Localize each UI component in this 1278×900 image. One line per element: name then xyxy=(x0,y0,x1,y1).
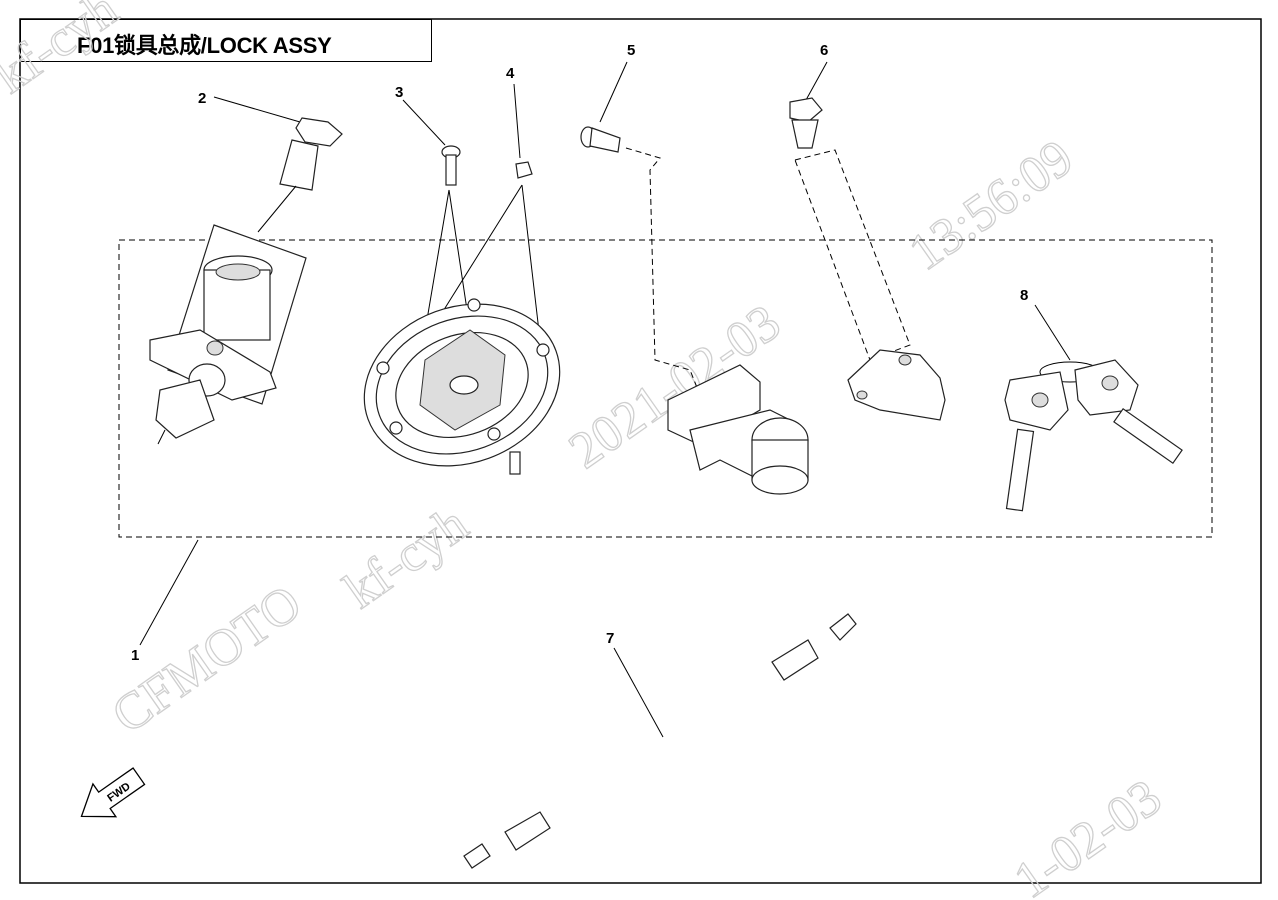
svg-text:5: 5 xyxy=(627,42,635,59)
assembly-boundary xyxy=(118,239,1213,538)
svg-text:1: 1 xyxy=(131,647,139,664)
svg-text:3: 3 xyxy=(395,84,403,101)
part-6-flange-bolt: 6 xyxy=(789,42,911,361)
svg-text:6: 6 xyxy=(820,42,828,59)
title-box: F01锁具总成/LOCK ASSY xyxy=(20,19,432,62)
part-8-keys: 8 xyxy=(1004,287,1183,512)
svg-text:7: 7 xyxy=(606,630,614,647)
part-2-bolt: 2 xyxy=(198,90,343,233)
watermark-user: kf-cyh xyxy=(334,495,478,620)
svg-text:4: 4 xyxy=(506,65,515,82)
svg-text:8: 8 xyxy=(1020,287,1028,304)
diagram-title: F01锁具总成/LOCK ASSY xyxy=(77,33,332,58)
part-1-bracket-clamp xyxy=(667,364,809,495)
svg-text:2: 2 xyxy=(198,90,206,107)
part-5-bolt: 5 xyxy=(580,42,701,396)
watermark-user-top: kf-cyh xyxy=(0,0,128,105)
part-7-cable: 7 xyxy=(463,613,857,869)
part-1-bracket-right xyxy=(847,349,946,421)
watermark-date-bottom: 1-02-03 xyxy=(1004,769,1172,900)
sheet-border xyxy=(19,18,1262,884)
watermark-time: 13:56:09 xyxy=(899,129,1083,282)
callout-1: 1 xyxy=(131,539,199,664)
fwd-arrow-icon: FWD xyxy=(80,767,146,818)
part-1-fuel-cap xyxy=(363,298,561,475)
part-1-ignition-lock xyxy=(149,224,307,445)
